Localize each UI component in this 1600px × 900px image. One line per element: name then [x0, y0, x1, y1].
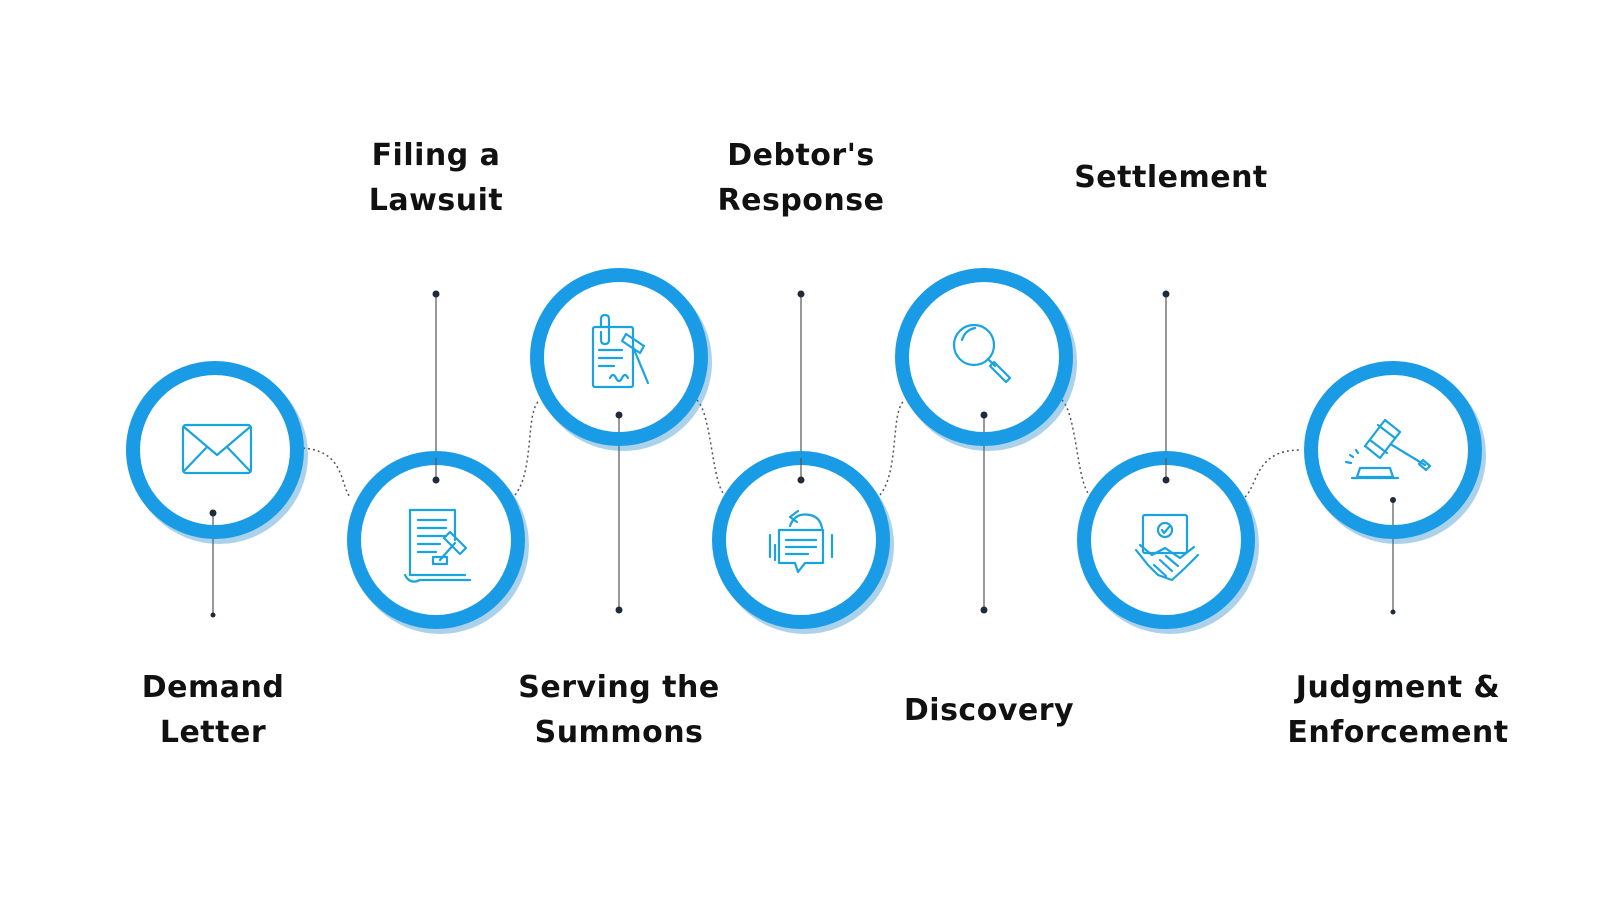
- label-line: Filing a: [371, 138, 501, 173]
- step-circle-settlement: [1077, 451, 1259, 634]
- label-line: Debtor's: [727, 138, 875, 173]
- label-line: Response: [717, 183, 885, 218]
- dot-judgment-bottom: [1390, 609, 1396, 615]
- connector-2-3: [514, 399, 541, 496]
- dot-demand-bottom: [210, 612, 216, 618]
- dot-filing-bottom: [432, 476, 440, 484]
- dot-settlement-top: [1162, 290, 1170, 298]
- dot-debtors-bottom: [797, 476, 805, 484]
- step-circle-debtors-response: [712, 451, 894, 634]
- step-label-debtors-response: Debtor's Response: [661, 133, 941, 223]
- label-line: Serving the: [518, 670, 720, 705]
- step-circles: [126, 268, 1486, 634]
- label-line: Summons: [534, 715, 704, 750]
- dot-serving-top: [615, 411, 623, 419]
- label-line: Demand: [141, 670, 285, 705]
- connector-6-7: [1244, 449, 1301, 498]
- connector-4-5: [879, 399, 906, 496]
- step-circle-serving-summons: [530, 268, 712, 451]
- dot-serving-bottom: [615, 606, 623, 614]
- clipboard-gavel-icon: [591, 313, 650, 389]
- connector-3-4: [696, 399, 726, 496]
- dot-debtors-top: [797, 290, 805, 298]
- step-label-settlement: Settlement: [1031, 155, 1311, 200]
- connector-curves: [297, 399, 1301, 498]
- step-circle-discovery: [895, 268, 1077, 451]
- dot-settlement-bottom: [1162, 476, 1170, 484]
- label-line: Letter: [159, 715, 267, 750]
- step-label-serving-summons: Serving the Summons: [479, 665, 759, 755]
- connector-5-6: [1061, 399, 1091, 496]
- step-circle-filing-lawsuit: [347, 451, 529, 634]
- step-circle-judgment: [1304, 361, 1486, 544]
- label-line: Lawsuit: [368, 183, 504, 218]
- dot-judgment-top: [1390, 497, 1396, 503]
- document-gavel-icon: [403, 508, 472, 583]
- envelope-icon: [181, 423, 253, 475]
- step-label-judgment-enforcement: Judgment & Enforcement: [1258, 665, 1538, 755]
- step-circle-demand-letter: [126, 361, 308, 544]
- label-line: Discovery: [903, 693, 1075, 728]
- dot-filing-top: [432, 290, 440, 298]
- step-label-filing-lawsuit: Filing a Lawsuit: [296, 133, 576, 223]
- magnifier-icon: [952, 323, 1012, 384]
- chat-reply-icon: [768, 509, 834, 574]
- step-label-discovery: Discovery: [849, 688, 1129, 733]
- handshake-certificate-icon: [1134, 513, 1200, 582]
- label-line: Enforcement: [1287, 715, 1509, 750]
- dot-discovery-top: [980, 411, 988, 419]
- leader-dots: [209, 290, 1396, 618]
- step-label-demand-letter: Demand Letter: [73, 665, 353, 755]
- gavel-icon: [1344, 418, 1432, 480]
- dot-demand-top: [209, 509, 217, 517]
- label-line: Judgment &: [1295, 670, 1501, 705]
- dot-discovery-bottom: [980, 606, 988, 614]
- label-line: Settlement: [1074, 160, 1268, 195]
